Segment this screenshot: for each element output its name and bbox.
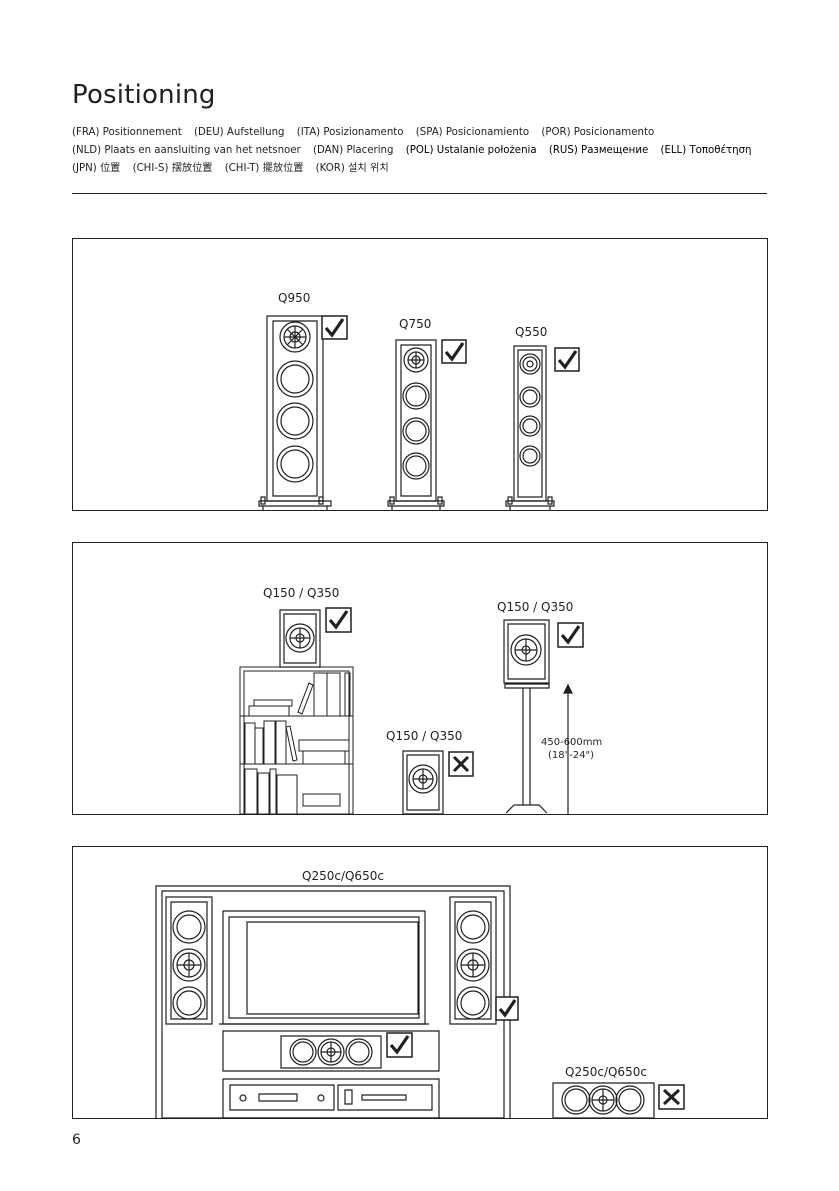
lang-ita: (ITA) Posizionamento: [296, 127, 404, 138]
check-mark-icon: [555, 348, 579, 371]
cross-mark-icon: [659, 1085, 684, 1109]
lang-nld: (NLD) Plaats en aansluiting van het nets…: [72, 145, 301, 156]
label-shelf-model: Q150 / Q350: [263, 586, 340, 600]
lang-por: (POR) Posicionamento: [541, 127, 655, 138]
lang-fra: (FRA) Positionnement: [72, 127, 182, 138]
floorstanding-illustration: [73, 239, 767, 510]
check-mark-icon: [442, 340, 466, 363]
check-mark-icon: [387, 1033, 412, 1057]
q950-speaker-illustration: [259, 316, 331, 510]
language-translations: (FRA) Positionnement (DEU) Aufstellung (…: [72, 124, 772, 178]
lang-deu: (DEU) Aufstellung: [193, 127, 285, 138]
lang-ell: (ELL) Τοποθέτηση: [660, 145, 752, 156]
bookshelf-illustration: [73, 543, 767, 814]
centre-speaker-in-cabinet-illustration: [281, 1036, 381, 1068]
centre-speaker-illustration: [73, 847, 767, 1118]
bookshelf-panel: Q150 / Q350 Q150 / Q350 Q150 / Q350 450-…: [72, 542, 768, 815]
q550-speaker-illustration: [506, 346, 554, 510]
lang-rus: (RUS) Размещение: [548, 145, 649, 156]
lang-chi-t: (CHI-T) 擺放位置: [224, 163, 304, 174]
q150-speaker-on-shelf-illustration: [280, 610, 320, 667]
lang-dan: (DAN) Placering: [313, 145, 394, 156]
stand-height-imperial: (18"-24"): [547, 750, 595, 761]
label-stand-model: Q150 / Q350: [497, 600, 574, 614]
check-mark-icon: [496, 997, 518, 1020]
centre-speaker-on-floor-illustration: [553, 1083, 654, 1118]
lang-chi-s: (CHI-S) 摆放位置: [132, 163, 213, 174]
floorstanding-panel: Q950 Q750 Q550: [72, 238, 768, 511]
model-label-q750: Q750: [399, 317, 432, 331]
language-row: (JPN) 位置 (CHI-S) 摆放位置 (CHI-T) 擺放位置 (KOR)…: [72, 160, 772, 178]
label-cabinet-model: Q250c/Q650c: [302, 869, 384, 883]
lang-jpn: (JPN) 位置: [72, 163, 121, 174]
right-tower-speaker-illustration: [450, 897, 496, 1024]
label-floor-centre-model: Q250c/Q650c: [565, 1065, 647, 1079]
check-mark-icon: [322, 316, 347, 339]
stand-height-arrow: [564, 685, 572, 814]
check-mark-icon: [326, 608, 351, 632]
model-label-q950: Q950: [278, 291, 311, 305]
language-row: (FRA) Positionnement (DEU) Aufstellung (…: [72, 124, 772, 142]
lang-pol: (POL) Ustalanie położenia: [405, 145, 537, 156]
label-floor-model: Q150 / Q350: [386, 729, 463, 743]
lang-spa: (SPA) Posicionamiento: [415, 127, 530, 138]
page-number: 6: [72, 1132, 81, 1148]
lang-kor: (KOR) 설치 위치: [315, 163, 389, 174]
cross-mark-icon: [449, 752, 473, 776]
left-tower-speaker-illustration: [166, 897, 212, 1024]
page-title: Positioning: [72, 80, 216, 110]
centre-speaker-panel: Q250c/Q650c Q250c/Q650c: [72, 846, 768, 1119]
bookcase-illustration: [240, 667, 353, 814]
model-label-q550: Q550: [515, 325, 548, 339]
q750-speaker-illustration: [388, 340, 444, 510]
check-mark-icon: [558, 623, 583, 647]
stand-height-label: 450-600mm (18"-24"): [541, 736, 603, 762]
stand-height-metric: 450-600mm: [541, 737, 603, 748]
header-divider: [72, 193, 767, 194]
q150-speaker-on-stand-illustration: [504, 620, 549, 813]
language-row: (NLD) Plaats en aansluiting van het nets…: [72, 142, 772, 160]
q150-speaker-on-floor-illustration: [403, 751, 443, 814]
